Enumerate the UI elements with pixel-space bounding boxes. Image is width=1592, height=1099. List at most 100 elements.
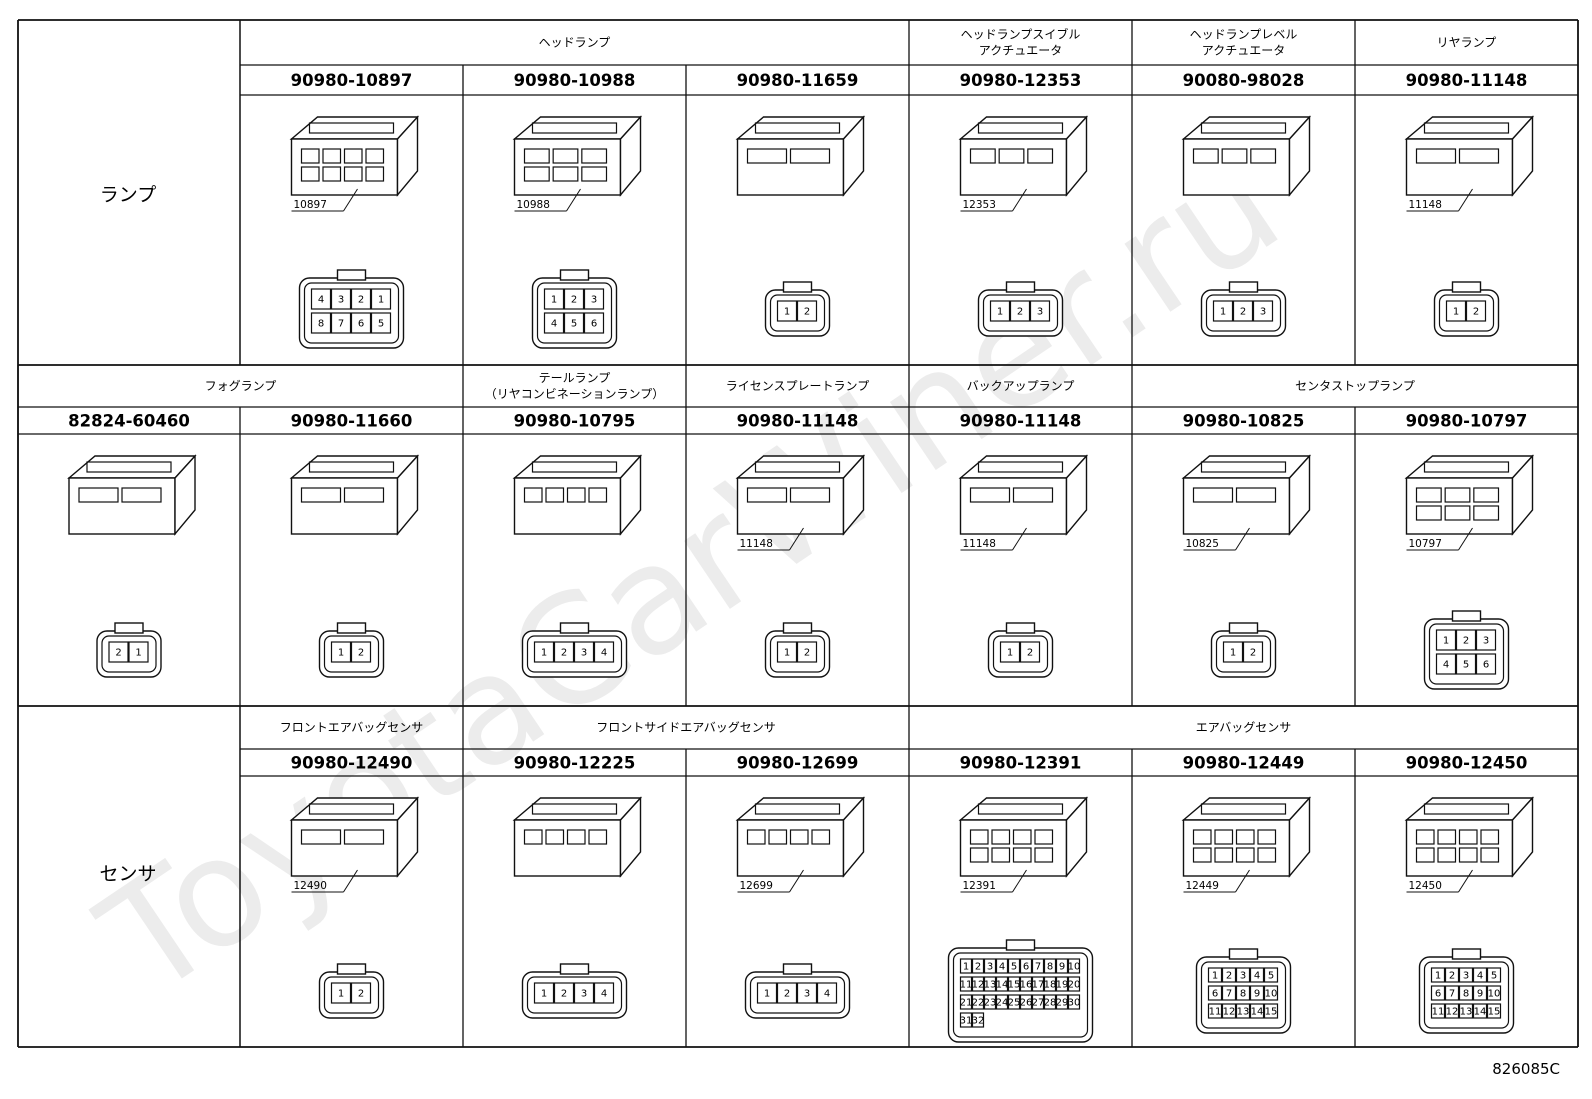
- pin-cavity: [330, 641, 352, 663]
- pin-cavity: [1475, 629, 1497, 651]
- cavity: [1192, 487, 1234, 503]
- pin-number: 3: [1240, 971, 1246, 982]
- pin-cavity: [1472, 985, 1488, 1001]
- pin-number: 13: [1237, 1007, 1250, 1018]
- pin-number: 1: [135, 648, 141, 659]
- cavity: [1415, 847, 1435, 863]
- housing-front: [513, 819, 622, 877]
- pin-cavity: [350, 288, 372, 310]
- pin-cavity: [959, 976, 973, 992]
- pin-cavity: [1221, 1003, 1237, 1019]
- housing-side: [619, 796, 642, 878]
- pin-cavity: [1235, 985, 1251, 1001]
- pin-number: 4: [1477, 971, 1483, 982]
- pin-number: 12: [1446, 1007, 1459, 1018]
- pin-number: 12: [972, 980, 985, 991]
- pin-view-latch: [336, 269, 367, 281]
- category-label-lamp: ランプ: [100, 184, 156, 206]
- pin-cavity: [983, 958, 997, 974]
- pin-number: 2: [561, 989, 567, 1000]
- pin-cavity: [310, 288, 332, 310]
- pin-number: 2: [1240, 307, 1246, 318]
- part-number: 90980-11148: [960, 412, 1082, 431]
- housing-top: [1404, 116, 1535, 140]
- pin-cavity: [553, 982, 575, 1004]
- pin-view-latch: [1005, 939, 1036, 951]
- pin-cavity: [350, 982, 372, 1004]
- pin-number: 16: [1020, 980, 1033, 991]
- part-number: 90980-10825: [1183, 412, 1305, 431]
- pin-number: 2: [115, 648, 121, 659]
- callout-arrow: [1458, 869, 1473, 893]
- cavity: [1444, 487, 1471, 503]
- pin-cavity: [1019, 994, 1033, 1010]
- pin-cavity: [593, 641, 615, 663]
- pin-view-inner: [526, 635, 623, 673]
- group-header-label: エアバッグセンサ: [1196, 721, 1292, 735]
- pin-cavity: [971, 976, 985, 992]
- housing-side: [619, 115, 642, 197]
- pin-number: 22: [972, 998, 985, 1009]
- housing-lock: [1200, 803, 1287, 815]
- part-number: 90080-98028: [1183, 71, 1305, 90]
- cavity: [1192, 829, 1212, 845]
- pin-cavity: [776, 982, 798, 1004]
- cavity: [969, 148, 996, 164]
- callout-arrow: [1458, 188, 1473, 212]
- housing-side: [1288, 796, 1311, 878]
- housing-side: [396, 454, 419, 536]
- pin-cavity: [1207, 967, 1223, 983]
- pin-cavity: [1430, 1003, 1446, 1019]
- pin-cavity: [573, 641, 595, 663]
- cavity: [1444, 505, 1471, 521]
- part-number: 90980-10797: [1406, 412, 1528, 431]
- pin-number: 2: [1473, 307, 1479, 318]
- pin-number: 6: [1435, 989, 1441, 1000]
- cavity: [1012, 847, 1032, 863]
- pin-view-inner: [323, 976, 380, 1014]
- pin-number: 10: [1488, 989, 1501, 1000]
- pin-number: 1: [997, 307, 1003, 318]
- pin-cavity: [583, 288, 605, 310]
- pin-cavity: [1472, 967, 1488, 983]
- group-header-label: ヘッドランプレベル: [1190, 28, 1298, 42]
- part-number: 90980-12449: [1183, 754, 1305, 773]
- cavity: [343, 166, 363, 182]
- pin-view-inner: [303, 282, 400, 344]
- pin-number: 6: [1023, 962, 1029, 973]
- cavity: [343, 148, 363, 164]
- pin-cavity: [128, 641, 149, 663]
- cavity: [789, 148, 831, 164]
- cavity: [1250, 148, 1277, 164]
- callout-arrow: [343, 188, 358, 212]
- housing-front: [959, 477, 1068, 535]
- pin-number: 6: [591, 319, 597, 330]
- cavity: [588, 487, 608, 503]
- pin-cavity: [330, 982, 352, 1004]
- pin-number: 5: [1011, 962, 1017, 973]
- pin-cavity: [1455, 653, 1477, 675]
- cavity: [789, 829, 809, 845]
- housing-front: [736, 477, 845, 535]
- pin-view-inner: [952, 952, 1089, 1038]
- pin-number: 3: [1463, 971, 1469, 982]
- pin-cavity: [1221, 985, 1237, 1001]
- housing-lock: [977, 461, 1064, 473]
- group-headers: ヘッドランプヘッドランプスイブルアクチュエータヘッドランプレベルアクチュエータリ…: [205, 27, 1497, 735]
- housing-side: [1288, 454, 1311, 536]
- housing-lock: [977, 122, 1064, 134]
- cavity: [1214, 847, 1234, 863]
- cavity: [969, 847, 989, 863]
- pin-cavity: [959, 958, 973, 974]
- pin-cavity: [553, 641, 575, 663]
- pin-cavity: [1207, 1003, 1223, 1019]
- housing-side: [1065, 454, 1088, 536]
- callout-label: 12490: [294, 880, 327, 892]
- pin-cavity: [350, 312, 372, 334]
- pin-cavity: [1458, 967, 1474, 983]
- pin-number: 29: [1056, 998, 1069, 1009]
